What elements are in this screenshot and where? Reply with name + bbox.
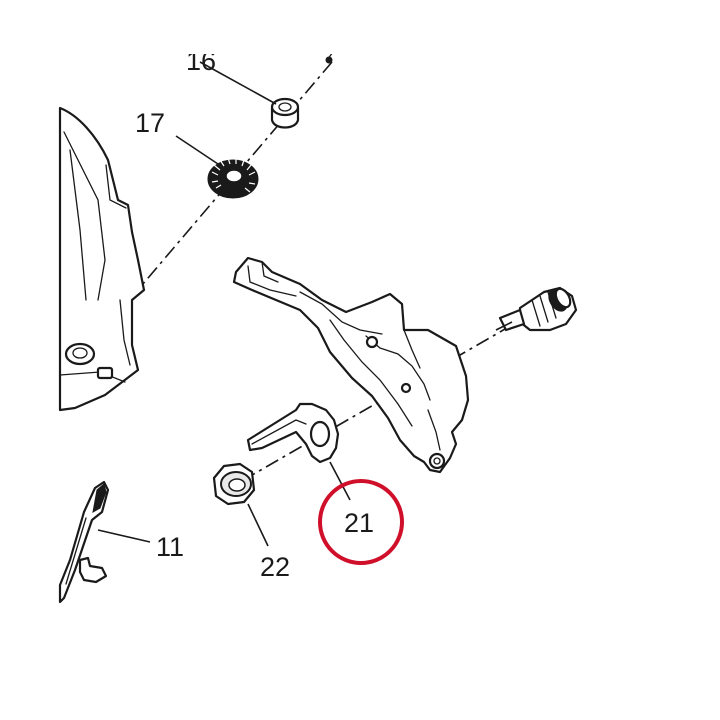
- callout-21: 21: [344, 508, 374, 538]
- part-22-nut: [212, 462, 256, 506]
- part-16-bushing: [270, 51, 334, 129]
- leader-lines: [97, 61, 351, 547]
- housing-clip: [96, 366, 114, 380]
- part-11-lever: [58, 480, 110, 604]
- main-cover-bracket: [232, 256, 470, 474]
- leader-11: [97, 529, 151, 543]
- leader-21: [329, 461, 351, 501]
- part-17-grommet: [207, 157, 259, 199]
- top-crop-mask: [0, 0, 720, 54]
- callout-11: 11: [156, 532, 184, 562]
- centerline-right: [246, 324, 513, 479]
- part-21-mounting-plate: [246, 402, 340, 464]
- leader-22: [247, 503, 269, 547]
- callout-22: 22: [260, 552, 290, 582]
- highlight-circle: [318, 479, 404, 565]
- bracket-lug: [428, 452, 446, 470]
- housing-boss: [64, 342, 96, 366]
- leader-17: [175, 135, 219, 165]
- left-housing-panel: [58, 106, 146, 412]
- callout-17: 17: [135, 108, 165, 138]
- leader-16: [199, 61, 277, 105]
- connector-plug: [495, 286, 578, 332]
- plate-hole: [309, 420, 331, 448]
